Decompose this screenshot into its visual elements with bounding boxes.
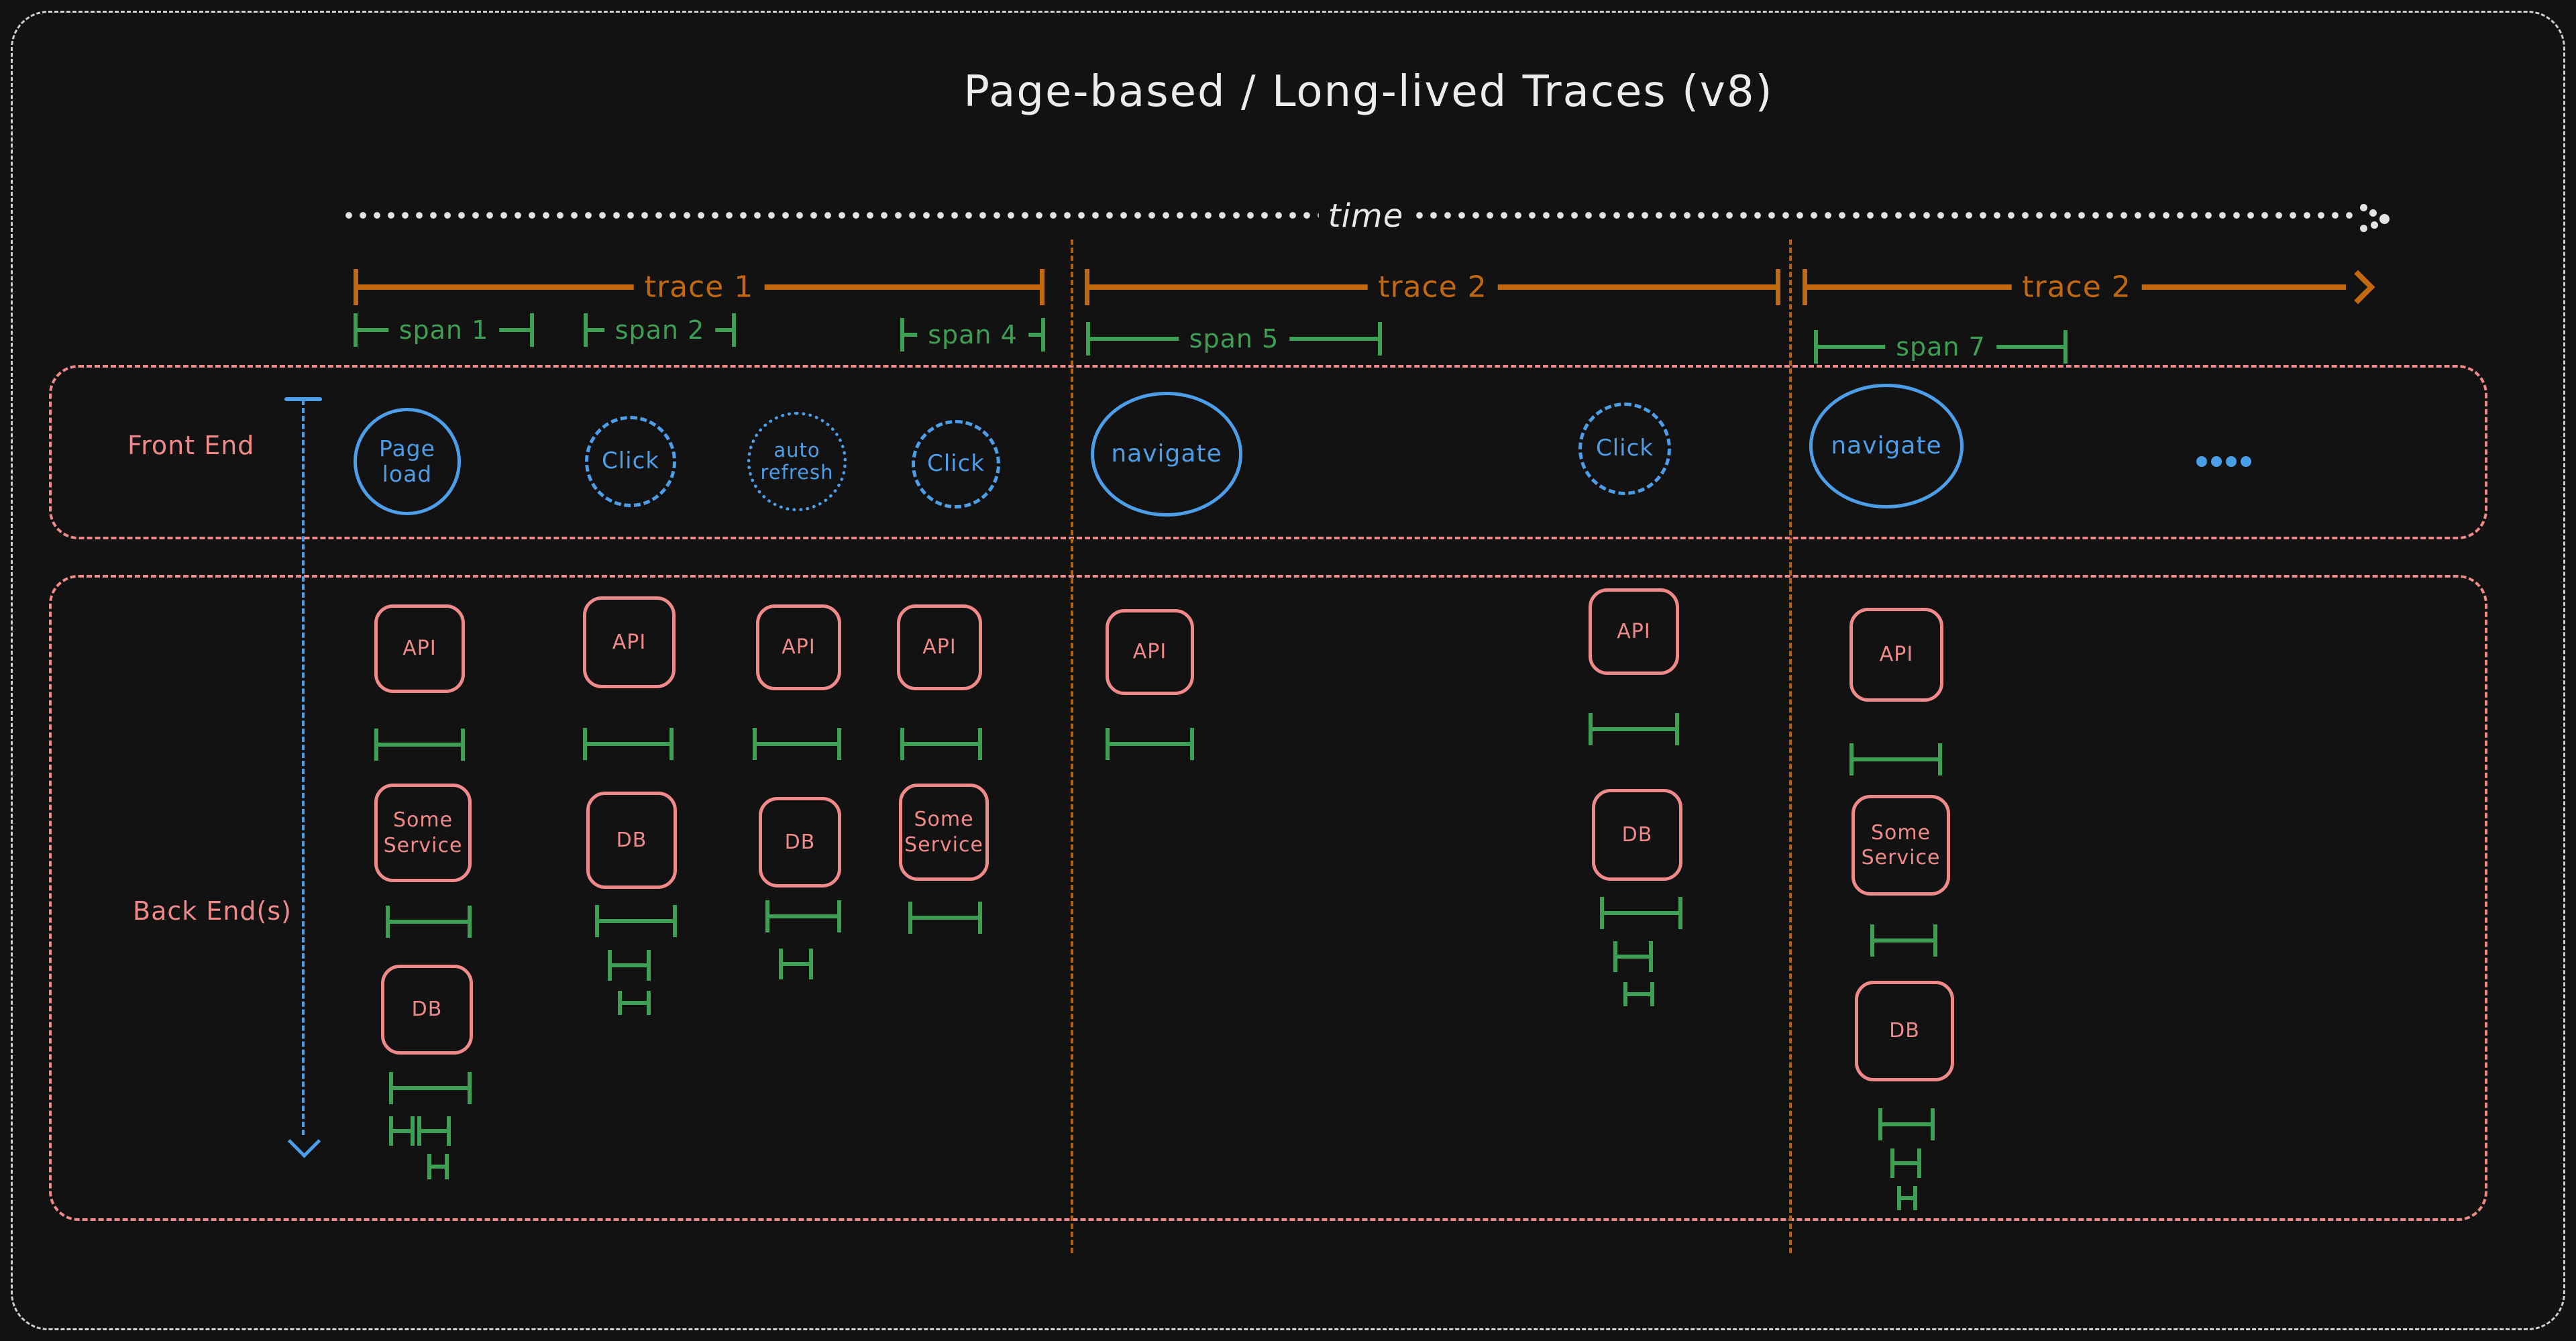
ellipsis-dot bbox=[2226, 456, 2237, 467]
frontend-event: auto refresh bbox=[747, 412, 847, 511]
frontend-event: Page load bbox=[354, 408, 461, 515]
span-bracket bbox=[779, 949, 813, 979]
current-time-line-cap bbox=[284, 397, 322, 401]
span-bracket bbox=[1589, 713, 1679, 745]
diagram-title: Page-based / Long-lived Traces (v8) bbox=[963, 67, 1774, 117]
span-bracket bbox=[389, 1072, 472, 1104]
span-bracket bbox=[765, 900, 841, 932]
service-box: API bbox=[1849, 608, 1943, 702]
time-arrowhead-dot bbox=[2359, 203, 2367, 211]
span-bracket bbox=[1890, 1148, 1921, 1178]
span-bracket bbox=[608, 950, 651, 981]
ellipsis-dot bbox=[2211, 456, 2222, 467]
span-bracket bbox=[389, 1116, 415, 1146]
canvas-border bbox=[11, 11, 2565, 1330]
span-bracket bbox=[1623, 982, 1654, 1006]
span-bracket bbox=[1849, 743, 1942, 775]
trace-label: trace 1 bbox=[633, 270, 765, 305]
span-bracket bbox=[618, 991, 651, 1015]
trace-boundary-divider bbox=[1789, 239, 1792, 1253]
span-bar: span 7 bbox=[1814, 330, 2068, 364]
frontend-event: Click bbox=[585, 416, 676, 507]
span-label: span 5 bbox=[1178, 324, 1290, 354]
time-arrowhead-dot bbox=[2379, 213, 2390, 224]
span-bar: span 2 bbox=[584, 313, 736, 347]
time-arrowhead-dot bbox=[2359, 224, 2367, 232]
service-box: Some Service bbox=[1851, 795, 1950, 896]
span-bracket bbox=[427, 1154, 449, 1179]
service-box: DB bbox=[1855, 981, 1954, 1081]
time-arrowhead-dot bbox=[2370, 221, 2378, 229]
backend-lane-label: Back End(s) bbox=[133, 896, 292, 926]
span-bar: span 1 bbox=[354, 313, 534, 347]
time-arrowhead-dot bbox=[2369, 209, 2377, 217]
span-label: span 2 bbox=[604, 315, 716, 345]
span-bracket bbox=[1106, 728, 1194, 760]
backend-lane bbox=[49, 575, 2487, 1221]
ellipsis-dot bbox=[2241, 456, 2251, 467]
service-box: API bbox=[897, 604, 982, 690]
service-box: Some Service bbox=[374, 784, 472, 882]
span-bracket bbox=[386, 906, 472, 938]
span-label: span 1 bbox=[388, 315, 500, 345]
current-time-dashed-line bbox=[302, 400, 305, 1135]
span-label: span 7 bbox=[1885, 332, 1996, 362]
service-box: API bbox=[374, 604, 465, 693]
service-box: API bbox=[756, 604, 841, 690]
span-bracket bbox=[583, 728, 674, 760]
span-bracket bbox=[1878, 1108, 1935, 1140]
span-label: span 4 bbox=[917, 320, 1028, 350]
ellipsis-dot bbox=[2196, 456, 2207, 467]
trace-label: trace 2 bbox=[1367, 270, 1498, 305]
trace-bar: trace 2 bbox=[1803, 269, 2375, 305]
service-box: DB bbox=[759, 797, 841, 888]
span-bracket bbox=[1897, 1186, 1917, 1210]
service-box: Some Service bbox=[899, 784, 989, 881]
frontend-event: navigate bbox=[1809, 384, 1964, 508]
frontend-event: navigate bbox=[1091, 392, 1242, 517]
span-bar: span 4 bbox=[900, 318, 1045, 352]
service-box: DB bbox=[1592, 789, 1682, 881]
frontend-lane bbox=[49, 365, 2487, 539]
span-bracket bbox=[908, 902, 982, 934]
trace-bar: trace 1 bbox=[354, 269, 1044, 305]
span-bracket bbox=[900, 728, 982, 760]
trace-arrowhead-icon bbox=[2341, 270, 2375, 305]
frontend-event: Click bbox=[1578, 403, 1671, 495]
service-box: API bbox=[1106, 609, 1194, 695]
frontend-event: Click bbox=[912, 420, 1000, 508]
span-bracket bbox=[595, 905, 677, 937]
service-box: DB bbox=[381, 965, 473, 1055]
service-box: DB bbox=[586, 792, 677, 889]
trace-bar: trace 2 bbox=[1085, 269, 1780, 305]
trace-boundary-divider bbox=[1071, 239, 1073, 1253]
span-bar: span 5 bbox=[1086, 322, 1382, 356]
trace-label: trace 2 bbox=[2011, 270, 2142, 305]
span-bracket bbox=[1600, 897, 1682, 929]
service-box: API bbox=[583, 596, 676, 688]
time-axis-label: time bbox=[1318, 197, 1413, 235]
span-bracket bbox=[374, 729, 465, 761]
span-bracket bbox=[1870, 924, 1937, 957]
span-bracket bbox=[417, 1116, 451, 1146]
span-bracket bbox=[1613, 941, 1653, 972]
frontend-lane-label: Front End bbox=[127, 431, 255, 460]
service-box: API bbox=[1589, 588, 1679, 675]
span-bracket bbox=[753, 728, 841, 760]
